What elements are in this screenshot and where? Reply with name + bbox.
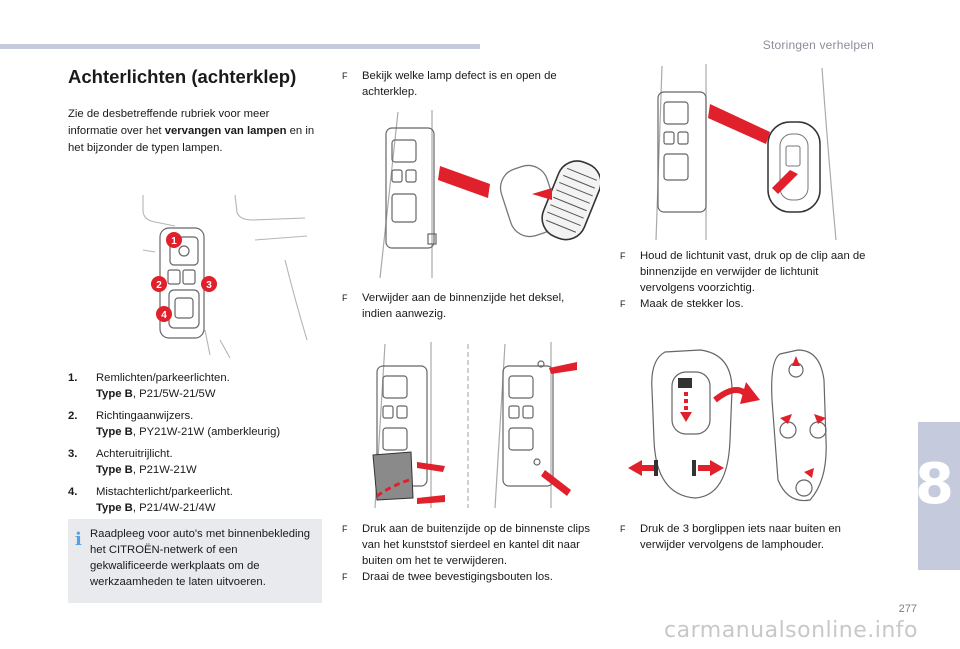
step-bullet: F: [620, 299, 626, 309]
lamp-cluster-figure: 1 2 3 4: [135, 190, 310, 360]
arrow-bolt-2: [541, 470, 571, 496]
step-text: Bekijk welke lamp defect is en open de a…: [362, 70, 557, 98]
intro-text-start: Zie de desbetreffende rubriek voor meer …: [68, 108, 270, 137]
step-bullet: F: [342, 293, 348, 303]
lamp-item: 3. Achteruitrijlicht. Type B, P21W-21W: [68, 446, 318, 478]
trim-removal-illustration: [372, 342, 577, 509]
intro-paragraph: Zie de desbetreffende rubriek voor meer …: [68, 106, 318, 157]
lamp-item: 2. Richtingaanwijzers. Type B, PY21W-21W…: [68, 408, 318, 440]
step-text: Maak de stekker los.: [640, 298, 744, 310]
step-5: F Houd de lichtunit vast, druk op de cli…: [620, 248, 870, 296]
tab-arrows: [628, 460, 724, 476]
lamp-name: Remlichten/parkeerlichten.: [96, 372, 230, 384]
bulb-holder-illustration: [628, 349, 827, 502]
lamp-type-label: Type B: [96, 388, 133, 400]
step-text: Druk de 3 borglippen iets naar buiten en…: [640, 523, 841, 551]
step-text: Houd de lichtunit vast, druk op de clip …: [640, 250, 866, 294]
section-title: Storingen verhelpen: [762, 38, 874, 52]
step-bullet: F: [342, 71, 348, 81]
info-icon: i: [75, 529, 82, 550]
step-bullet: F: [342, 572, 348, 582]
lamp-type-label: Type B: [96, 502, 133, 514]
callout-3: 3: [206, 280, 212, 291]
lamp-type-value: , P21/4W-21/4W: [132, 502, 216, 514]
lamp-item: 4. Mistachterlicht/parkeerlicht. Type B,…: [68, 484, 318, 516]
callout-markers: [151, 232, 217, 322]
callout-4: 4: [161, 310, 167, 321]
lamp-number: 3.: [68, 448, 78, 460]
bulb-holder-figure: [620, 340, 850, 510]
lamp-number: 2.: [68, 410, 78, 422]
trim-part: [372, 451, 414, 501]
lamp-cluster-illustration: 1 2 3 4: [142, 194, 308, 359]
lamp-name: Richtingaanwijzers.: [96, 410, 194, 422]
callout-2: 2: [156, 280, 162, 291]
header-bar: [0, 44, 480, 49]
step-bullet: F: [620, 524, 626, 534]
step-7: F Druk de 3 borglippen iets naar buiten …: [620, 521, 870, 553]
step-6: F Maak de stekker los.: [620, 296, 870, 312]
connector: [678, 378, 692, 388]
lamp-name: Mistachterlicht/parkeerlicht.: [96, 486, 233, 498]
page-number: 277: [898, 603, 917, 615]
callout-1: 1: [171, 236, 177, 247]
chapter-tab: [918, 422, 960, 570]
step-text: Verwijder aan de binnenzijde het deksel,…: [362, 292, 565, 320]
lamp-type-value: , P21/5W-21/5W: [132, 388, 216, 400]
step-text: Druk aan de buitenzijde op de binnenste …: [362, 523, 590, 567]
watermark: carmanualsonline.info: [664, 618, 918, 643]
callout-4-marker: [156, 306, 172, 322]
step-text: Draai de twee bevestigingsbouten los.: [362, 571, 553, 583]
lamp-name: Achteruitrijlicht.: [96, 448, 173, 460]
step-bullet: F: [342, 524, 348, 534]
unit-removal-figure: [640, 62, 840, 242]
step-4: F Draai de twee bevestigingsbouten los.: [342, 569, 604, 585]
lamp-number: 4.: [68, 486, 78, 498]
info-note-text: Raadpleeg voor auto's met binnenbekledin…: [90, 528, 311, 588]
cover-illustration: [379, 110, 600, 279]
arrow-press-1: [417, 462, 445, 472]
lamp-type-value: , PY21W-21W (amberkleurig): [132, 426, 281, 438]
unit-removal-illustration: [655, 64, 837, 241]
arrow-point: [438, 166, 490, 198]
lamp-type-label: Type B: [96, 426, 133, 438]
intro-text-end: en in het bijzonder de typen lampen.: [68, 125, 315, 154]
lamp-item: 1. Remlichten/parkeerlichten. Type B, P2…: [68, 370, 318, 402]
arrow-left: [532, 188, 552, 200]
lamp-type-value: , P21W-21W: [132, 464, 197, 476]
step-2: F Verwijder aan de binnenzijde het dekse…: [342, 290, 592, 322]
step-3: F Druk aan de buitenzijde op de binnenst…: [342, 521, 604, 569]
arrow-press-2: [417, 495, 445, 504]
cover-figure: [370, 108, 600, 283]
callout-3-marker: [201, 276, 217, 292]
callout-1-marker: [166, 232, 182, 248]
arrow-point: [708, 104, 770, 144]
step-1: F Bekijk welke lamp defect is en open de…: [342, 68, 582, 100]
chapter-number: 8: [915, 452, 954, 517]
info-note: i Raadpleeg voor auto's met binnenbekled…: [68, 519, 322, 603]
arrow-bolt-1: [549, 362, 577, 374]
lamp-list: 1. Remlichten/parkeerlichten. Type B, P2…: [68, 370, 318, 522]
step-bullet: F: [620, 251, 626, 261]
lamp-type-label: Type B: [96, 464, 133, 476]
intro-bold: vervangen van lampen: [164, 125, 287, 137]
trim-removal-figure: [365, 340, 595, 510]
callout-2-marker: [151, 276, 167, 292]
lamp-number: 1.: [68, 372, 78, 384]
page-title: Achterlichten (achterklep): [68, 66, 297, 87]
arrow-clip: [772, 170, 798, 194]
tilt-arrow: [376, 478, 410, 498]
